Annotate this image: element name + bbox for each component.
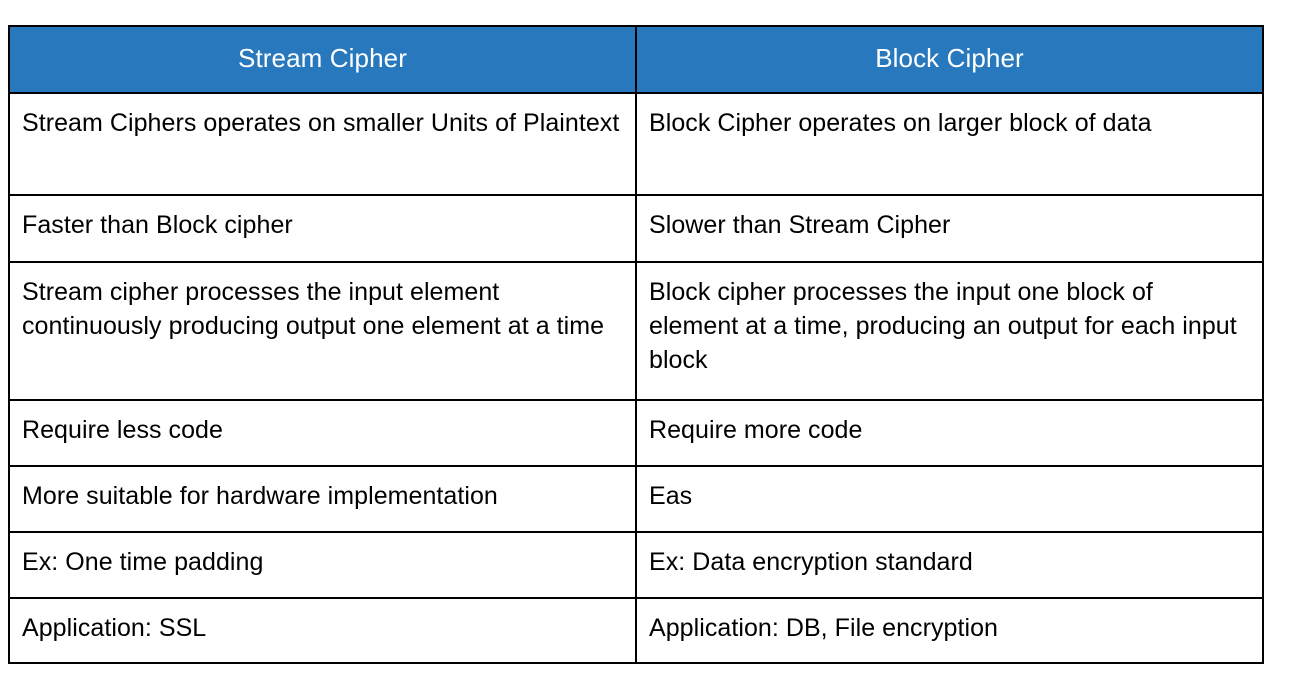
cell-stream-cipher: Ex: One time padding [8, 531, 637, 599]
cell-stream-cipher: Require less code [8, 399, 637, 467]
table-body: Stream Ciphers operates on smaller Units… [8, 92, 1264, 664]
table-header: Stream Cipher Block Cipher [8, 25, 1264, 94]
table-row: Ex: One time padding Ex: Data encryption… [8, 531, 1264, 599]
cell-block-cipher: Slower than Stream Cipher [635, 194, 1264, 263]
cipher-comparison-table: Stream Cipher Block Cipher Stream Cipher… [8, 25, 1264, 664]
cell-stream-cipher: Stream cipher processes the input elemen… [8, 261, 637, 401]
table-row: Faster than Block cipher Slower than Str… [8, 194, 1264, 263]
cell-block-cipher: Block cipher processes the input one blo… [635, 261, 1264, 401]
table-row: Application: SSL Application: DB, File e… [8, 597, 1264, 664]
column-header-stream-cipher: Stream Cipher [8, 25, 637, 94]
cell-stream-cipher: More suitable for hardware implementatio… [8, 465, 637, 533]
cell-block-cipher: Require more code [635, 399, 1264, 467]
table-row: Require less code Require more code [8, 399, 1264, 467]
table-row: Stream cipher processes the input elemen… [8, 261, 1264, 401]
cell-stream-cipher: Application: SSL [8, 597, 637, 664]
column-header-block-cipher: Block Cipher [635, 25, 1264, 94]
cell-block-cipher: Application: DB, File encryption [635, 597, 1264, 664]
cell-block-cipher: Eas [635, 465, 1264, 533]
cell-stream-cipher: Faster than Block cipher [8, 194, 637, 263]
table-header-row: Stream Cipher Block Cipher [8, 25, 1264, 94]
cell-stream-cipher: Stream Ciphers operates on smaller Units… [8, 92, 637, 196]
cell-block-cipher: Block Cipher operates on larger block of… [635, 92, 1264, 196]
table-row: More suitable for hardware implementatio… [8, 465, 1264, 533]
cell-block-cipher: Ex: Data encryption standard [635, 531, 1264, 599]
table-row: Stream Ciphers operates on smaller Units… [8, 92, 1264, 196]
